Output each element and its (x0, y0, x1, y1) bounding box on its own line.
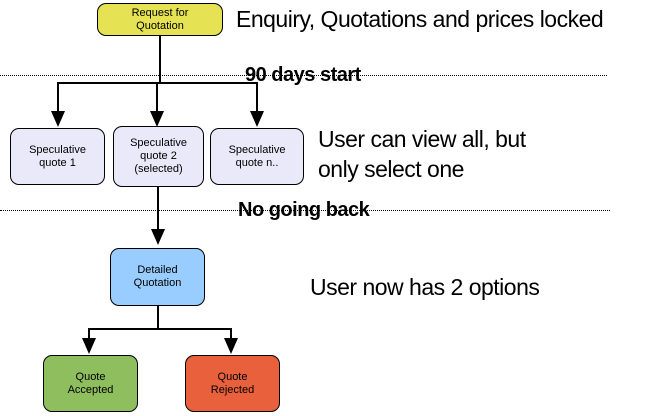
arrowhead-down-icon (224, 338, 238, 354)
speculative-quote-2-node: Speculative quote 2 (selected) (113, 126, 204, 187)
connector-line (256, 82, 258, 113)
connector-line (88, 328, 90, 340)
request-for-quotation-node: Request for Quotation (97, 3, 223, 36)
arrowhead-down-icon (151, 229, 165, 245)
node-label-line: quote 1 (39, 156, 76, 169)
detailed-quotation-node: Detailed Quotation (110, 248, 205, 306)
node-label-line: Rejected (210, 383, 255, 396)
node-label-line: Quotation (136, 19, 184, 32)
node-label-line: (selected) (134, 163, 183, 175)
node-label-line: Quote (217, 370, 248, 383)
view-select-note-line1: User can view all, but (318, 126, 526, 152)
quote-accepted-node: Quote Accepted (43, 355, 138, 412)
quote-rejected-node: Quote Rejected (185, 355, 280, 412)
connector-line (156, 82, 158, 113)
connector-line (57, 82, 59, 113)
options-note: User now has 2 options (310, 274, 540, 300)
view-select-note: User can view all, but only select one (318, 124, 526, 184)
connector-line (159, 36, 161, 83)
arrowhead-down-icon (82, 338, 96, 354)
view-select-note-line2: only select one (318, 156, 464, 182)
node-label-line: Speculative (130, 137, 187, 149)
divider-no-going-back (0, 210, 610, 211)
node-label-line: Detailed (137, 264, 178, 276)
connector-line (88, 328, 232, 330)
arrowhead-down-icon (51, 111, 65, 127)
no-going-back-label: No going back (238, 199, 370, 221)
node-label-line: quote 2 (140, 150, 177, 162)
node-label-line: quote n.. (235, 156, 279, 169)
connector-line (230, 328, 232, 340)
speculative-quote-1-node: Speculative quote 1 (10, 128, 105, 185)
node-label-line: Speculative (29, 143, 86, 156)
divider-90-days (0, 75, 607, 76)
enquiry-note: Enquiry, Quotations and prices locked (236, 6, 604, 32)
connector-line (157, 306, 159, 330)
node-label-line: Quotation (133, 277, 182, 289)
90-days-start-label: 90 days start (245, 64, 361, 86)
node-label-line: Request for (131, 6, 189, 19)
speculative-quote-n-node: Speculative quote n.. (210, 128, 304, 185)
node-label-line: Accepted (67, 383, 114, 396)
node-label-line: Speculative (228, 143, 286, 156)
node-label-line: Quote (75, 370, 106, 383)
arrowhead-down-icon (250, 111, 264, 127)
arrowhead-down-icon (150, 111, 164, 127)
connector-line (157, 187, 159, 231)
